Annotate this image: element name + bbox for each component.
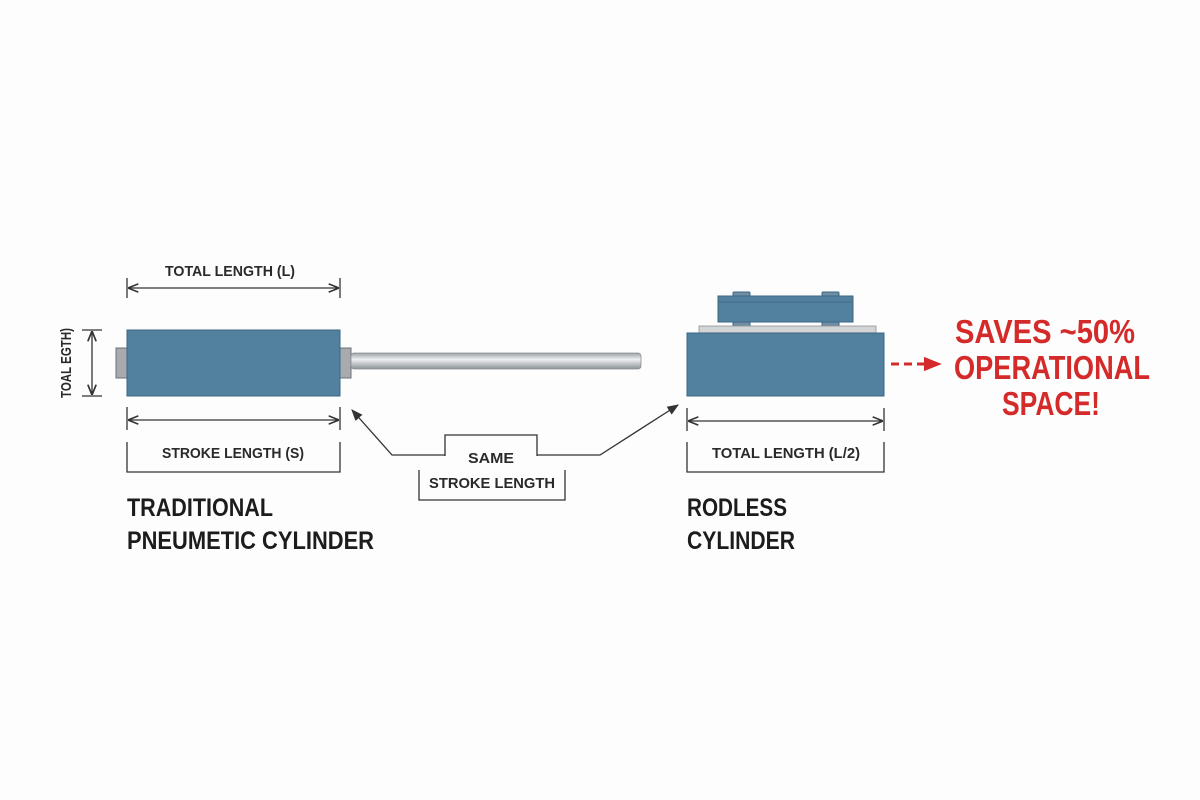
- rodless-title-line1: RODLESS: [687, 494, 787, 522]
- cylinder-barrel: [126, 329, 341, 397]
- rodless-title-line2: CYLINDER: [687, 527, 795, 555]
- rodless-barrel: [686, 332, 885, 397]
- total-length-dimension: [126, 278, 341, 298]
- height-dimension: [82, 329, 102, 397]
- savings-line3: SPACE!: [1002, 385, 1100, 422]
- rodless-cylinder-group: TOTAL LENGTH (L/2) RODLESS CYLINDER: [686, 291, 885, 555]
- piston-rod: [350, 352, 642, 370]
- traditional-title-line2: PNEUMETIC CYLINDER: [127, 527, 374, 555]
- stroke-length-dimension: [126, 407, 341, 473]
- traditional-cylinder-group: TOTAL LENGTH (L) TOAL EGTH) STROKE LENGT…: [58, 263, 642, 555]
- callout-line2: STROKE LENGTH: [429, 475, 555, 492]
- same-stroke-callout: SAME STROKE LENGTH: [351, 404, 679, 501]
- carriage: [717, 295, 854, 323]
- height-label: TOAL EGTH): [58, 328, 75, 398]
- rear-end-cap: [115, 347, 129, 379]
- total-length-label: TOTAL LENGTH (L): [165, 263, 295, 280]
- front-end-cap: [338, 347, 352, 379]
- callout-line1: SAME: [468, 450, 514, 467]
- traditional-title-line1: TRADITIONAL: [127, 494, 273, 522]
- guide-rail: [698, 325, 877, 334]
- rodless-length-dimension: [686, 408, 885, 473]
- stroke-length-label: STROKE LENGTH (S): [162, 445, 304, 462]
- savings-line1: SAVES ~50%: [955, 313, 1135, 350]
- rodless-length-label: TOTAL LENGTH (L/2): [712, 445, 860, 462]
- savings-callout: SAVES ~50% OPERATIONAL SPACE!: [891, 313, 1150, 422]
- savings-line2: OPERATIONAL: [954, 349, 1150, 386]
